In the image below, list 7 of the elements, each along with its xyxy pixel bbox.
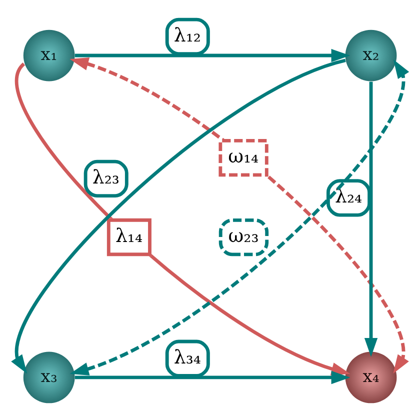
edge-label: λ₁₄ <box>116 226 143 247</box>
edge-label: ω₂₃ <box>228 226 259 247</box>
edge-label: ω₁₄ <box>228 146 259 168</box>
edge-label: λ₁₂ <box>174 24 201 46</box>
edge-label: λ₂₃ <box>92 166 120 188</box>
edge-label: λ₂₄ <box>335 186 362 208</box>
edge-label: λ₃₄ <box>174 346 201 368</box>
